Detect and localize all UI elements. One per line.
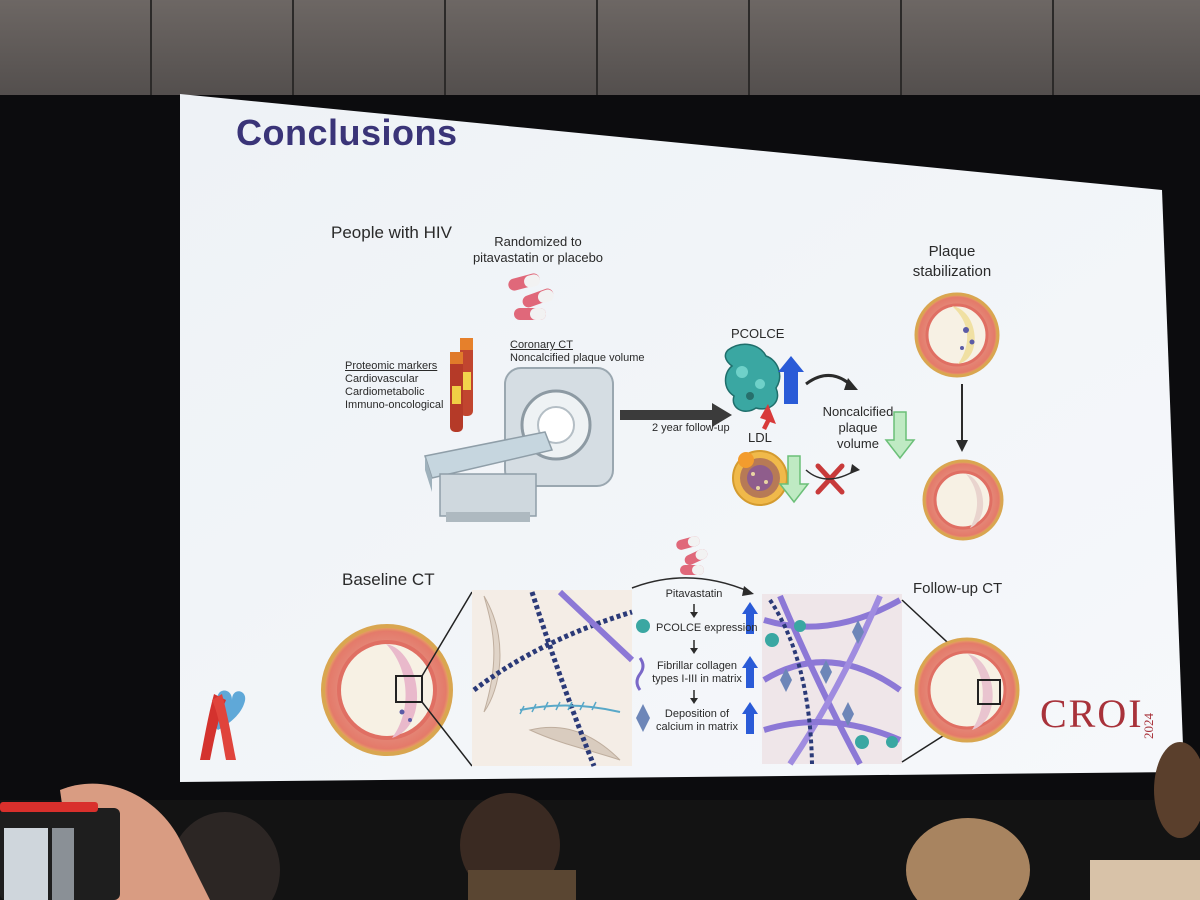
coronary-ct-block: Coronary CT Noncalcified plaque volume xyxy=(510,339,645,365)
randomized-line-1: Randomized to xyxy=(494,234,582,249)
ncpv-line-2: plaque xyxy=(838,420,878,435)
cursor-icon xyxy=(760,404,776,430)
plaque-stabilization-label: Plaque stabilization xyxy=(900,242,1004,282)
croi-logo: CROI xyxy=(1040,691,1144,736)
ncpv-line-1: Noncalcified xyxy=(822,404,894,419)
pcolce-label: PCOLCE xyxy=(731,326,785,341)
proteomic-item: Immuno-oncological xyxy=(345,399,444,411)
slide-title: Conclusions xyxy=(236,112,458,153)
baseline-tissue-panel xyxy=(472,589,635,767)
randomized-line-2: pitavastatin or placebo xyxy=(472,250,604,265)
pills-icon xyxy=(508,273,554,320)
followup-tissue-panel xyxy=(762,594,902,766)
randomized-label: Randomized to pitavastatin or placebo xyxy=(468,234,608,266)
pills-icon-small xyxy=(676,536,708,575)
baseline-vessel-icon xyxy=(321,591,473,767)
proteomic-markers-block: Proteomic markers Cardiovascular Cardiom… xyxy=(345,360,443,412)
mech-calcium: Deposition of calcium in matrix xyxy=(652,708,742,734)
ldl-label: LDL xyxy=(748,430,772,445)
people-with-hiv-label: People with HIV xyxy=(331,223,452,242)
mech-collagen-line-2: types I-III in matrix xyxy=(652,673,742,685)
pitavastatin-arc xyxy=(631,577,751,593)
followup-duration-label: 2 year follow-up xyxy=(652,422,730,434)
coronary-ct-title: Coronary CT xyxy=(510,339,573,351)
hiv-ribbon-logo xyxy=(200,690,246,760)
down-arrow-icon xyxy=(884,411,916,460)
mech-pcolce-expression: PCOLCE expression xyxy=(656,622,758,634)
mechanism-steps-arrows xyxy=(635,604,698,732)
followup-ct-label: Follow-up CT xyxy=(913,580,1003,597)
up-arrow-icon xyxy=(778,356,804,404)
mech-pitavastatin: Pitavastatin xyxy=(665,588,723,600)
down-arrow-icon xyxy=(778,455,810,504)
proteomic-item: Cardiovascular xyxy=(345,373,419,385)
followup-arrow xyxy=(620,403,732,427)
followup-vessel-icon xyxy=(901,599,1020,763)
croi-year: 2024 xyxy=(1141,713,1156,739)
blood-tubes-icon xyxy=(450,338,473,432)
audience-foreground xyxy=(0,742,1200,900)
pcolce-protein-icon xyxy=(724,343,781,412)
vessel-stable-icon xyxy=(922,459,1004,541)
mechanism-up-arrows xyxy=(742,602,758,734)
vessel-unstable-icon xyxy=(914,292,1000,378)
proteomic-item: Cardiometabolic xyxy=(345,386,425,398)
ldl-particle-icon xyxy=(732,450,788,506)
ct-scanner-icon xyxy=(424,367,614,522)
plaque-line-2: stabilization xyxy=(912,263,992,280)
mech-collagen-line-1: Fibrillar collagen xyxy=(656,660,738,672)
proteomic-markers-title: Proteomic markers xyxy=(345,360,438,372)
projected-slide xyxy=(180,94,1184,782)
mech-calcium-line-1: Deposition of xyxy=(664,708,730,720)
mech-collagen: Fibrillar collagen types I-III in matrix xyxy=(652,660,742,686)
mech-calcium-line-2: calcium in matrix xyxy=(656,721,738,733)
baseline-ct-label: Baseline CT xyxy=(342,570,435,589)
blocked-x-icon xyxy=(805,463,860,495)
ncpv-label: Noncalcified plaque volume xyxy=(818,404,898,452)
ncpv-line-3: volume xyxy=(837,436,879,451)
coronary-ct-subtitle: Noncalcified plaque volume xyxy=(510,352,645,364)
plaque-line-1: Plaque xyxy=(928,243,976,260)
